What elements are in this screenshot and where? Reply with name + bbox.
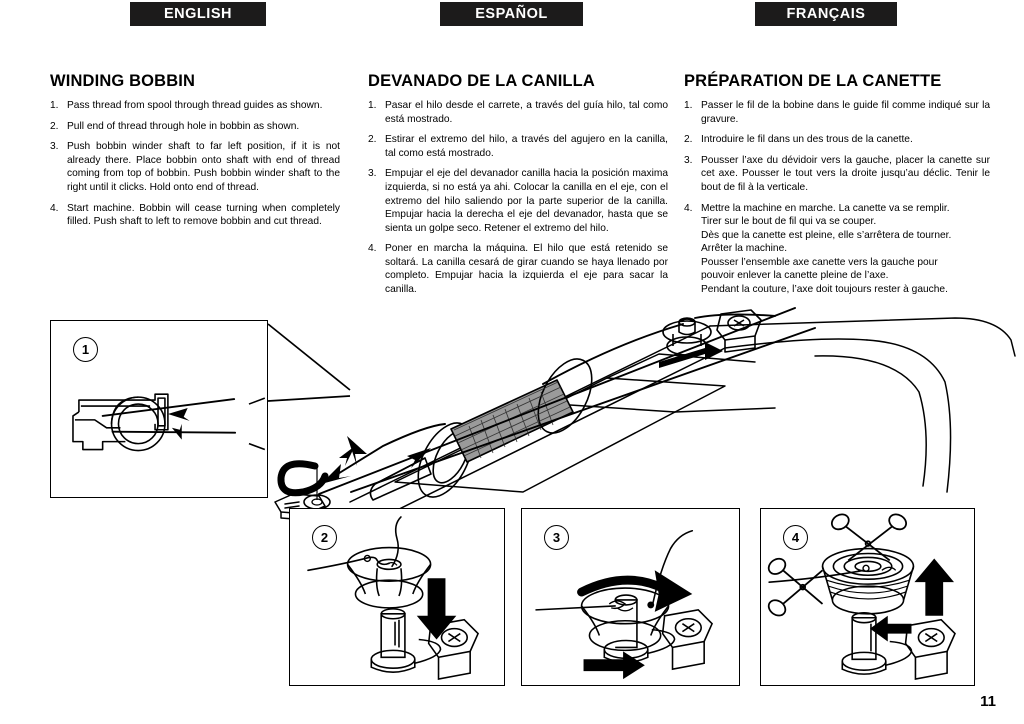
- step-text: Introduire le fil dans un des trous de l…: [701, 134, 913, 146]
- step-text: Start machine. Bobbin will cease turning…: [67, 202, 340, 228]
- step-text-multiline: Mettre la machine en marche. La canette …: [701, 202, 990, 297]
- callout-leader-lines: [267, 323, 351, 402]
- step-number: 4.: [684, 202, 693, 214]
- step-line: Pendant la couture, l’axe doit toujours …: [701, 283, 948, 295]
- step-line: Dès que la canette est pleine, elle s’ar…: [701, 229, 952, 241]
- step-number: 4.: [50, 202, 59, 214]
- arrow-right-winder: [659, 342, 723, 368]
- steps-list-english: 1. Pass thread from spool through thread…: [50, 99, 340, 229]
- step-text: Pasar el hilo desde el carrete, a través…: [385, 100, 668, 125]
- step-number: 2.: [50, 120, 59, 132]
- step-text: Passer le fil de la bobine dans le guide…: [701, 100, 990, 125]
- arrow-right: [583, 651, 645, 680]
- figure-badge: 1: [73, 337, 98, 362]
- thread-guide-illustration: [72, 393, 266, 452]
- section-title-spanish: DEVANADO DE LA CANILLA: [368, 72, 595, 90]
- step-number: 1.: [684, 100, 693, 112]
- figure-1-thread-guide-detail: 1: [50, 320, 268, 498]
- step-item: 1. Pass thread from spool through thread…: [50, 99, 340, 113]
- step-line: Mettre la machine en marche. La canette …: [701, 202, 950, 214]
- steps-list-spanish: 1. Pasar el hilo desde el carrete, a tra…: [368, 99, 668, 296]
- language-label-english: ENGLISH: [164, 6, 232, 22]
- step-text: Push bobbin winder shaft to far left pos…: [67, 141, 340, 193]
- figure-badge: 2: [312, 525, 337, 550]
- step-item: 4. Mettre la machine en marche. La canet…: [684, 202, 990, 297]
- language-bar-french: FRANÇAIS: [755, 2, 897, 26]
- step-item: 2. Estirar el extremo del hilo, a través…: [368, 133, 668, 160]
- step-number: 2.: [684, 134, 693, 146]
- section-title-french: PRÉPARATION DE LA CANETTE: [684, 72, 942, 90]
- step-item: 3. Push bobbin winder shaft to far left …: [50, 140, 340, 194]
- step-text: Pull end of thread through hole in bobbi…: [67, 120, 300, 132]
- step-text: Pass thread from spool through thread gu…: [67, 100, 323, 112]
- figure-badge: 4: [783, 525, 808, 550]
- step-text: Pousser l’axe du dévidoir vers la gauche…: [701, 154, 990, 193]
- arrow-rotate: [577, 570, 693, 612]
- step-line: Tirer sur le bout de fil qui va se coupe…: [701, 216, 877, 228]
- step-line: pouvoir enlever la canette pleine de l’a…: [701, 270, 889, 282]
- arrow-left: [869, 615, 912, 642]
- step-item: 2. Introduire le fil dans un des trous d…: [684, 133, 990, 147]
- section-title-english: WINDING BOBBIN: [50, 72, 196, 90]
- bobbin-threading-illustration: [307, 516, 480, 681]
- step-item: 4. Poner en marcha la máquina. El hilo q…: [368, 242, 668, 296]
- column-spanish: DEVANADO DE LA CANILLA 1. Pasar el hilo …: [368, 72, 668, 303]
- scissors-icon: [767, 557, 824, 617]
- figure-4-cut-thread-remove-bobbin: 4: [760, 508, 975, 686]
- step-item: 3. Pousser l’axe du dévidoir vers la gau…: [684, 154, 990, 195]
- step-number: 4.: [368, 243, 377, 255]
- step-item: 3. Empujar el eje del devanador canilla …: [368, 167, 668, 235]
- language-bar-english: ENGLISH: [130, 2, 266, 26]
- column-english: WINDING BOBBIN 1. Pass thread from spool…: [50, 72, 340, 236]
- step-number: 3.: [684, 154, 693, 166]
- scissors-icon: [830, 513, 907, 562]
- figure-2-bobbin-onto-shaft: 2: [289, 508, 505, 686]
- step-number: 3.: [368, 168, 377, 180]
- step-text: Empujar el eje del devanador canilla hac…: [385, 168, 668, 234]
- column-french: PRÉPARATION DE LA CANETTE 1. Passer le f…: [684, 72, 990, 303]
- step-item: 4. Start machine. Bobbin will cease turn…: [50, 202, 340, 229]
- step-line: Pousser l’ensemble axe canette vers la g…: [701, 256, 938, 268]
- step-item: 1. Passer le fil de la bobine dans le gu…: [684, 99, 990, 126]
- step-item: 2. Pull end of thread through hole in bo…: [50, 120, 340, 134]
- arrow-up: [914, 558, 955, 616]
- step-line: Arrêter la machine.: [701, 243, 788, 255]
- step-text: Poner en marcha la máquina. El hilo que …: [385, 243, 668, 295]
- language-label-spanish: ESPAÑOL: [475, 6, 548, 22]
- figure-3-push-shaft-right: 3: [521, 508, 740, 686]
- steps-list-french: 1. Passer le fil de la bobine dans le gu…: [684, 99, 990, 296]
- step-number: 1.: [50, 100, 59, 112]
- step-number: 2.: [368, 134, 377, 146]
- bobbin-winding-illustration: [535, 529, 714, 680]
- step-text: Estirar el extremo del hilo, a través de…: [385, 134, 668, 159]
- step-number: 1.: [368, 100, 377, 112]
- language-bar-spanish: ESPAÑOL: [440, 2, 583, 26]
- figure-badge: 3: [544, 525, 569, 550]
- step-item: 1. Pasar el hilo desde el carrete, a tra…: [368, 99, 668, 126]
- step-number: 3.: [50, 141, 59, 153]
- arrow-down: [416, 578, 457, 640]
- page-number: 11: [980, 693, 996, 710]
- language-label-french: FRANÇAIS: [786, 6, 866, 22]
- bobbin-full-cut-illustration: [767, 513, 956, 681]
